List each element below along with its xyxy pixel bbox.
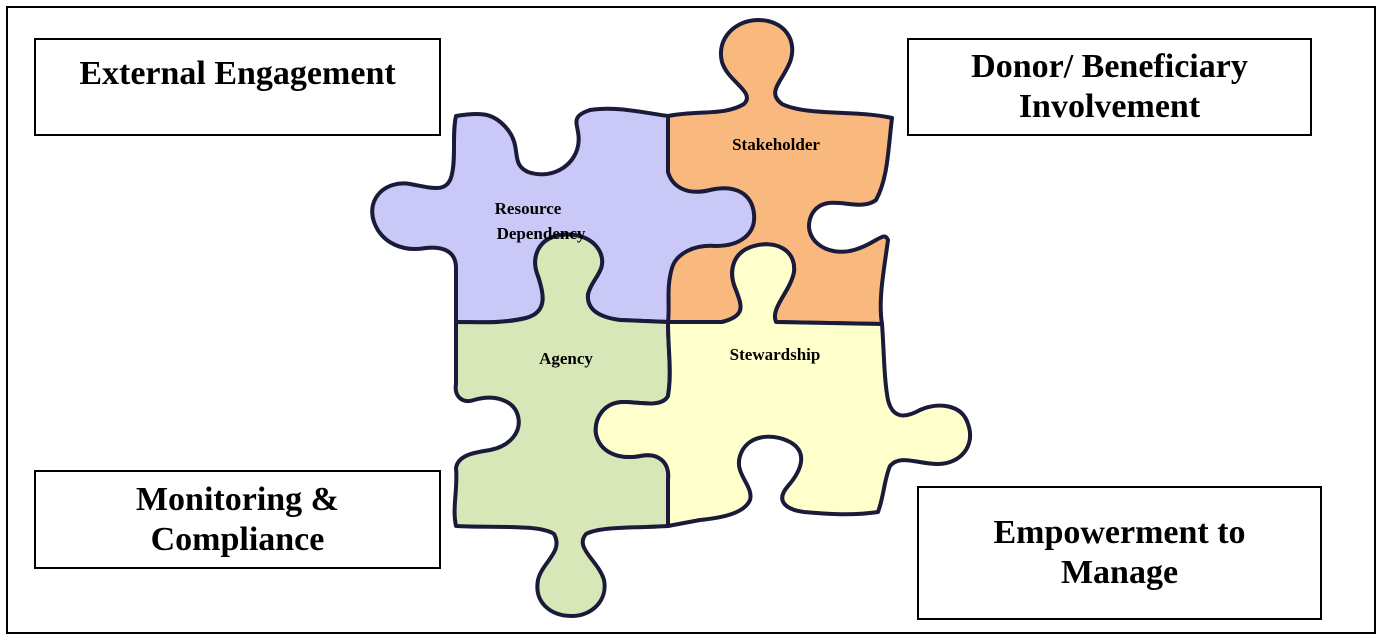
resource-dependency-label-line1: Resource bbox=[495, 199, 562, 218]
monitoring-compliance-label-line1: Monitoring & bbox=[135, 480, 340, 518]
stewardship-label: Stewardship bbox=[730, 345, 821, 364]
monitoring-compliance-label-line2: Compliance bbox=[150, 520, 325, 558]
external-engagement-box: External Engagement bbox=[34, 38, 441, 136]
monitoring-compliance-box: Monitoring & Compliance bbox=[34, 470, 441, 569]
donor-beneficiary-label-line2: Involvement bbox=[1018, 88, 1201, 125]
agency-label: Agency bbox=[539, 349, 593, 368]
donor-beneficiary-box: Donor/ Beneficiary Involvement bbox=[907, 38, 1312, 136]
puzzle-piece-agency bbox=[452, 232, 672, 618]
puzzle-piece-stewardship bbox=[593, 242, 972, 528]
donor-beneficiary-label-line1: Donor/ Beneficiary bbox=[971, 48, 1248, 85]
empowerment-manage-label-line1: Empowerment to bbox=[993, 514, 1246, 551]
external-engagement-label: External Engagement bbox=[79, 55, 396, 92]
stakeholder-label: Stakeholder bbox=[732, 135, 820, 154]
empowerment-manage-label-line2: Manage bbox=[1060, 554, 1179, 591]
resource-dependency-label-line2: Dependency bbox=[497, 224, 586, 243]
empowerment-manage-box: Empowerment to Manage bbox=[917, 486, 1322, 620]
